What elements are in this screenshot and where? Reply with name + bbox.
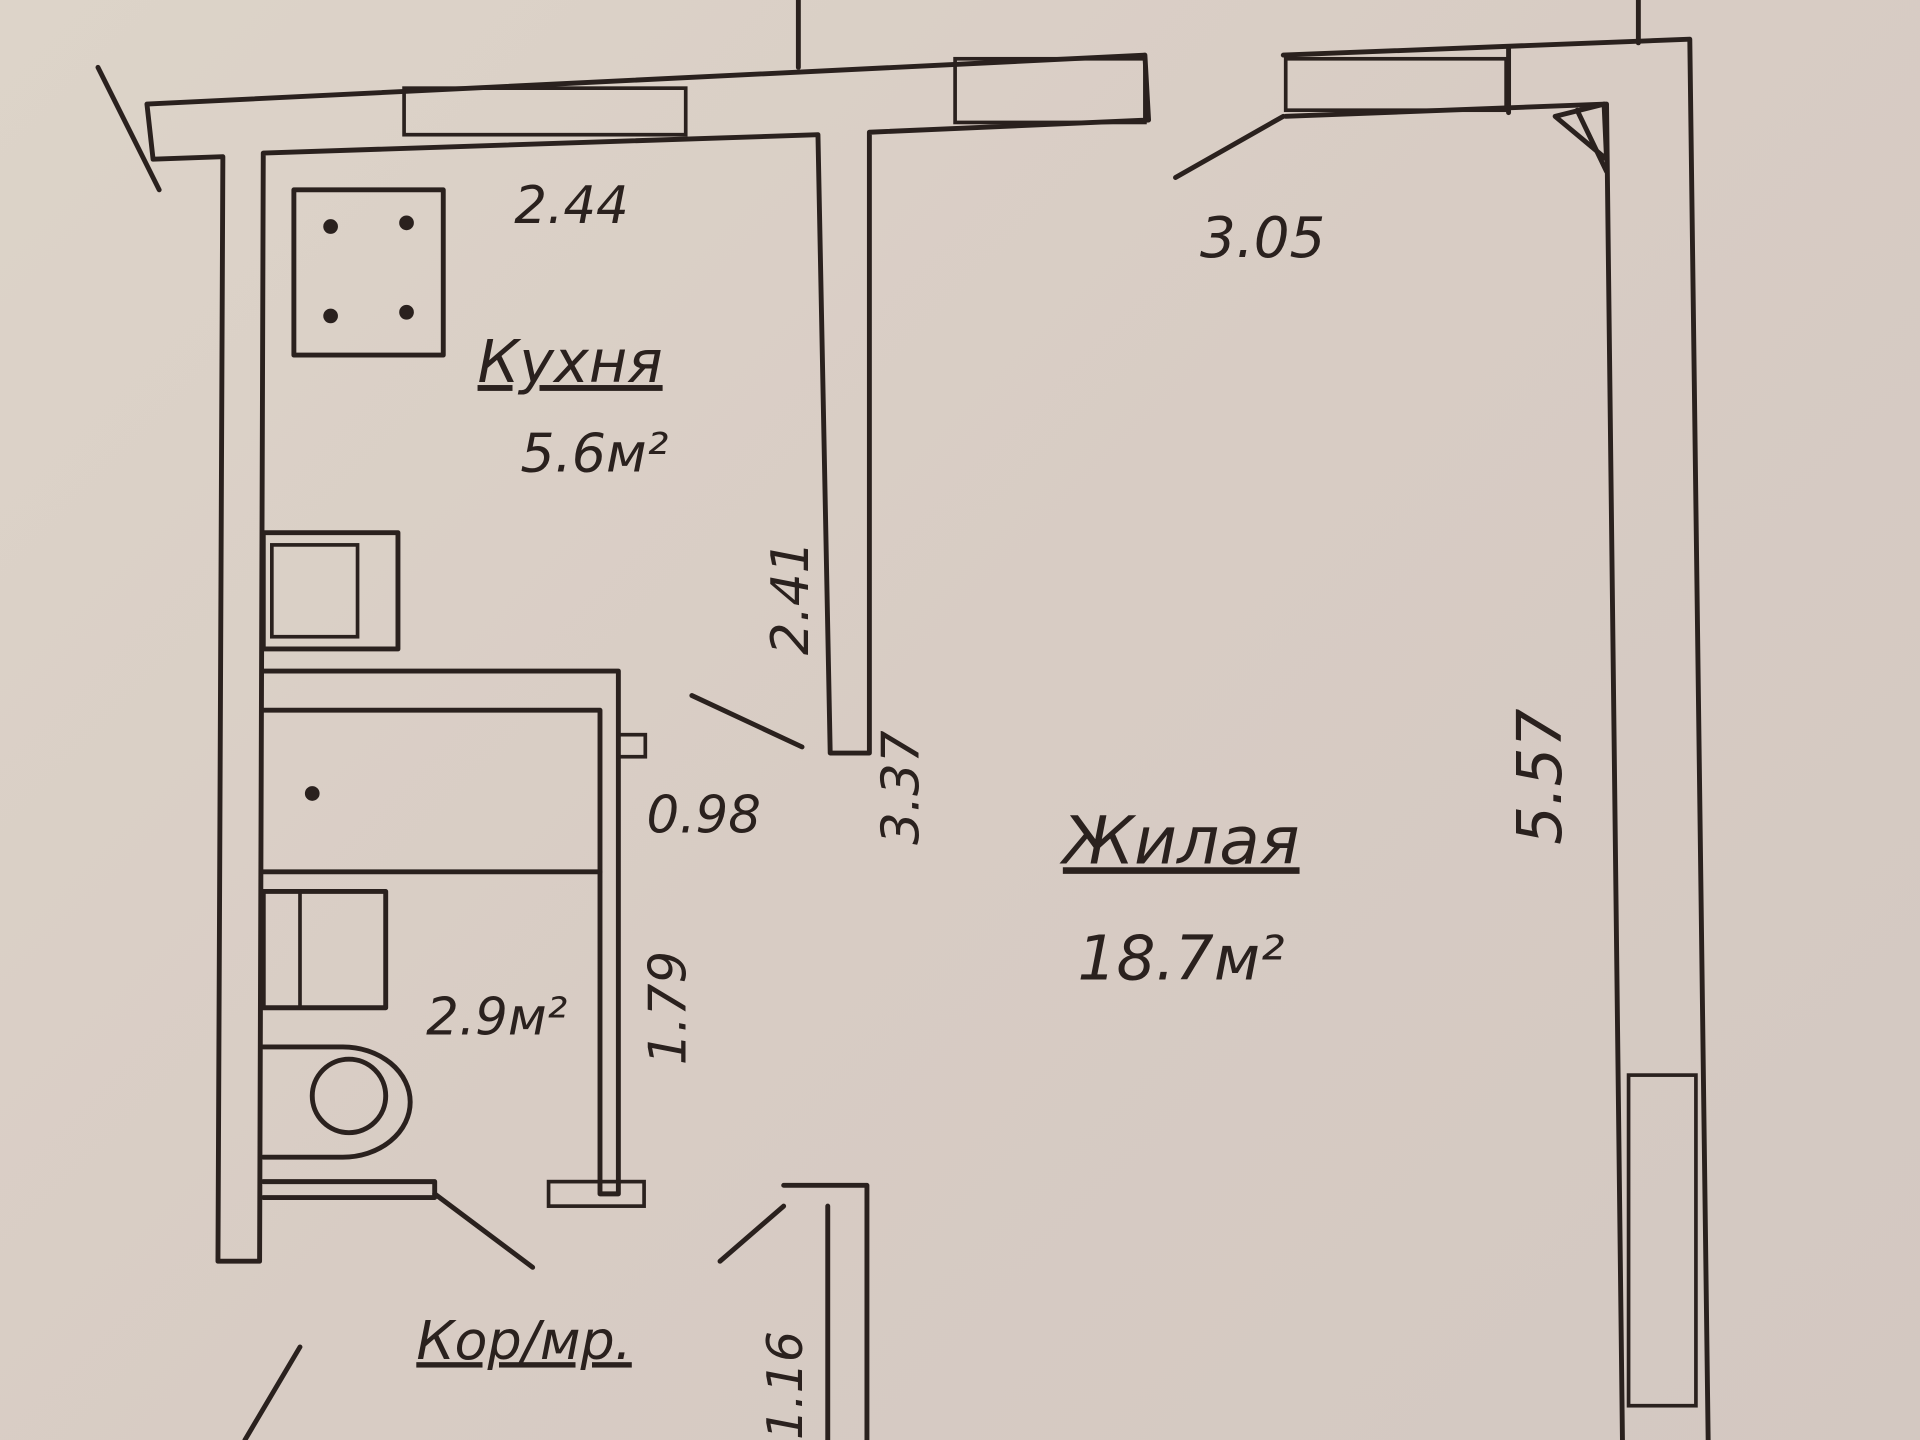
kitchen-length: 2.41 (761, 541, 821, 655)
corridor-length: 1.16 (757, 1331, 814, 1440)
toilet-icon (260, 1044, 413, 1160)
bath-area: 2.9м² (426, 988, 567, 1048)
bath-length: 1.79 (639, 951, 699, 1065)
stove-icon (291, 187, 446, 358)
living-width: 3.05 (1200, 206, 1325, 271)
living-label: Жилая (1059, 802, 1300, 879)
sink-icon (260, 530, 401, 652)
washbasin-icon (260, 888, 389, 1011)
kitchen-area: 5.6м² (520, 421, 668, 484)
walls (95, 0, 1711, 1440)
living-area: 18.7м² (1078, 924, 1285, 995)
door-gap: 0.98 (647, 786, 761, 846)
partition-length: 3.37 (871, 730, 931, 845)
kitchen-width: 2.44 (514, 176, 628, 236)
bathtub-icon (304, 786, 320, 801)
kitchen-label: Кухня (478, 327, 663, 396)
corridor-label: Кор/мр. (416, 1309, 631, 1372)
living-length: 5.57 (1505, 709, 1576, 845)
